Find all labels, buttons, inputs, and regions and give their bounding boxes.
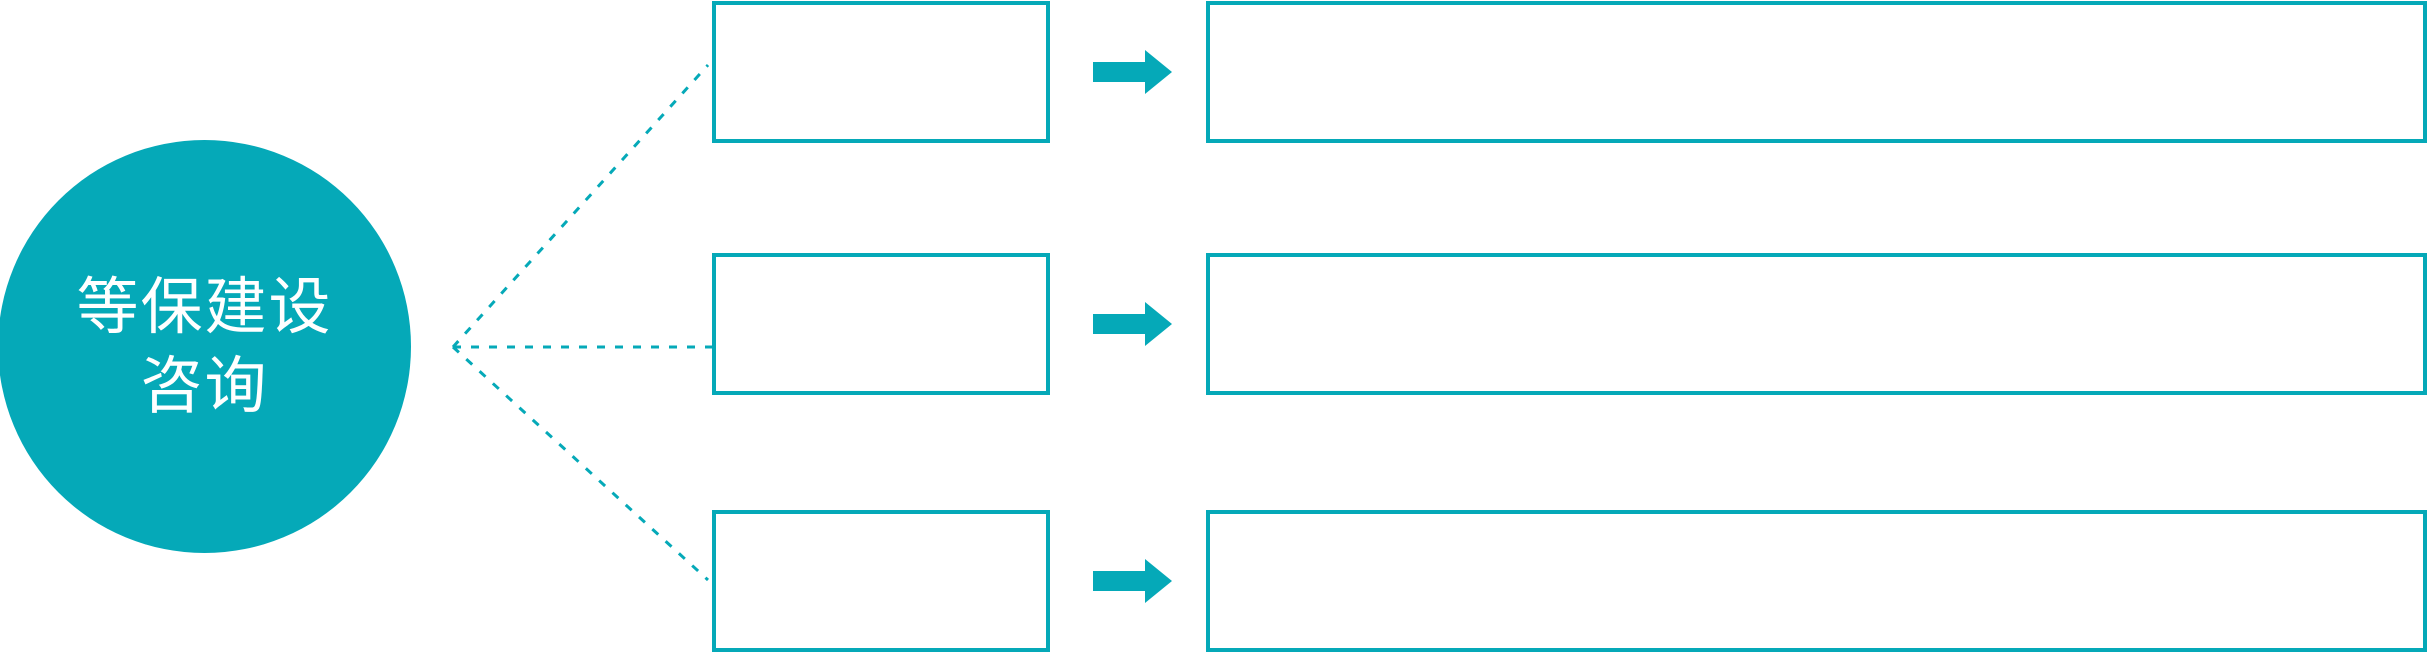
right-arrow-icon-2 <box>1093 302 1172 346</box>
connector-line-bottom <box>451 345 710 582</box>
detail-box-3 <box>1206 510 2427 652</box>
stage-box-3 <box>712 510 1050 652</box>
connector-line-top <box>451 63 710 349</box>
detail-box-1-label <box>1210 5 2423 139</box>
stage-box-1-label <box>716 5 1046 139</box>
hub-circle: 等保建设 咨询 <box>0 140 411 553</box>
detail-box-2-label <box>1210 257 2423 391</box>
connector-lines <box>451 63 712 582</box>
stage-box-2 <box>712 253 1050 395</box>
stage-box-3-label <box>716 514 1046 648</box>
detail-box-1 <box>1206 1 2427 143</box>
stage-box-1 <box>712 1 1050 143</box>
right-arrow-icon-3 <box>1093 559 1172 603</box>
hub-label-line-2: 咨询 <box>140 351 269 421</box>
right-arrow-icon-1 <box>1093 50 1172 94</box>
detail-box-2 <box>1206 253 2427 395</box>
detail-box-3-label <box>1210 514 2423 648</box>
stage-box-2-label <box>716 257 1046 391</box>
hub-label-line-1: 等保建设 <box>76 272 333 342</box>
